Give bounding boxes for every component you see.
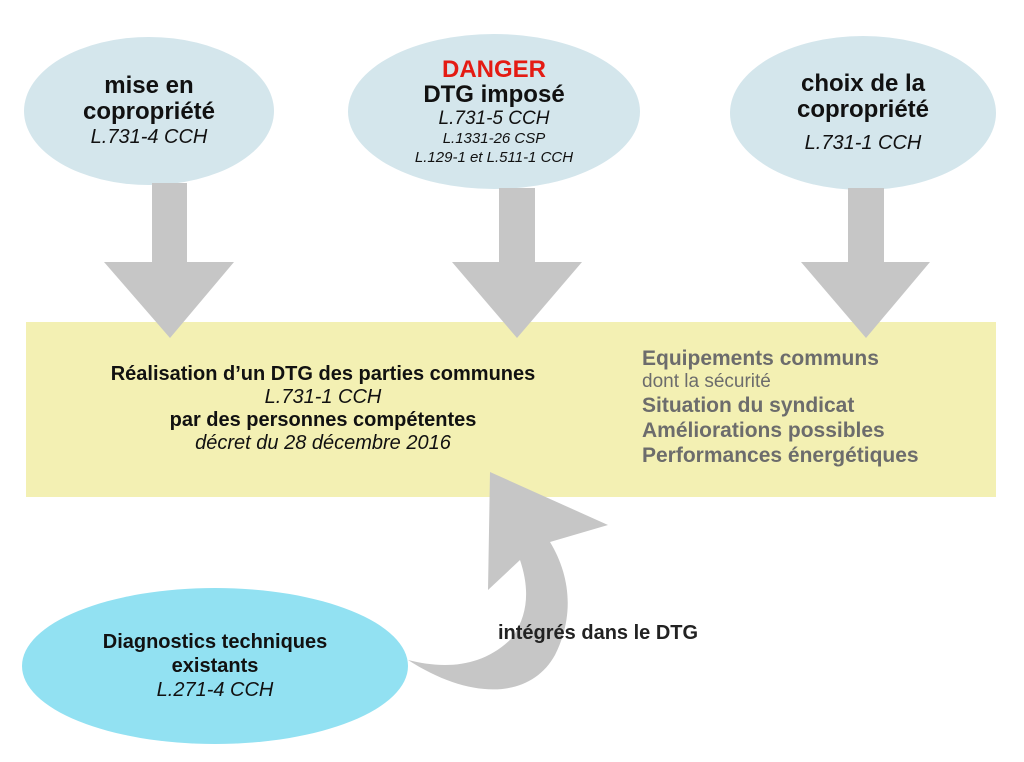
curved-arrow-label: intégrés dans le DTG	[498, 622, 699, 644]
list-item-note: dont la sécurité	[642, 371, 771, 392]
node-title: choix de la	[800, 70, 926, 97]
dtg-contents-list: Equipements communs dont la sécurité Sit…	[642, 346, 919, 468]
node-reference: L.731-1 CCH	[804, 132, 922, 154]
list-item: Equipements communs	[642, 347, 879, 370]
node-reference: L.731-5 CCH	[438, 107, 550, 129]
central-box	[26, 322, 996, 497]
node-dtg-impose: DANGER DTG imposé L.731-5 CCH L.1331-26 …	[348, 34, 640, 189]
node-choix-copropriete: choix de la copropriété L.731-1 CCH	[730, 36, 996, 190]
node-reference: L.271-4 CCH	[156, 679, 274, 701]
node-diagnostics-existants: Diagnostics techniques existants L.271-4…	[22, 588, 408, 744]
list-item: Améliorations possibles	[642, 419, 885, 442]
node-title: existants	[171, 655, 259, 677]
central-text: Réalisation d’un DTG des parties commune…	[42, 363, 604, 455]
node-title: copropriété	[82, 98, 216, 125]
down-arrow-left	[104, 183, 234, 338]
node-title: copropriété	[796, 96, 930, 123]
node-reference: L.129-1 et L.511-1 CCH	[414, 148, 574, 166]
node-reference: L.1331-26 CSP	[442, 129, 546, 147]
node-mise-en-copropriete: mise en copropriété L.731-4 CCH	[24, 37, 274, 185]
node-title: DTG imposé	[423, 80, 565, 108]
central-reference: décret du 28 décembre 2016	[195, 432, 451, 454]
down-arrow-middle	[452, 188, 582, 338]
danger-label: DANGER	[441, 55, 546, 83]
central-reference: L.731-1 CCH	[264, 386, 382, 408]
central-line: par des personnes compétentes	[169, 409, 477, 431]
down-arrow-right	[801, 188, 930, 338]
node-title: Diagnostics techniques	[102, 631, 328, 653]
list-item: Situation du syndicat	[642, 394, 855, 417]
curved-arrow	[408, 472, 608, 690]
list-item: Performances énergétiques	[642, 444, 919, 467]
node-title: mise en	[104, 72, 194, 99]
central-line: Réalisation d’un DTG des parties commune…	[110, 363, 536, 385]
node-reference: L.731-4 CCH	[90, 126, 208, 148]
